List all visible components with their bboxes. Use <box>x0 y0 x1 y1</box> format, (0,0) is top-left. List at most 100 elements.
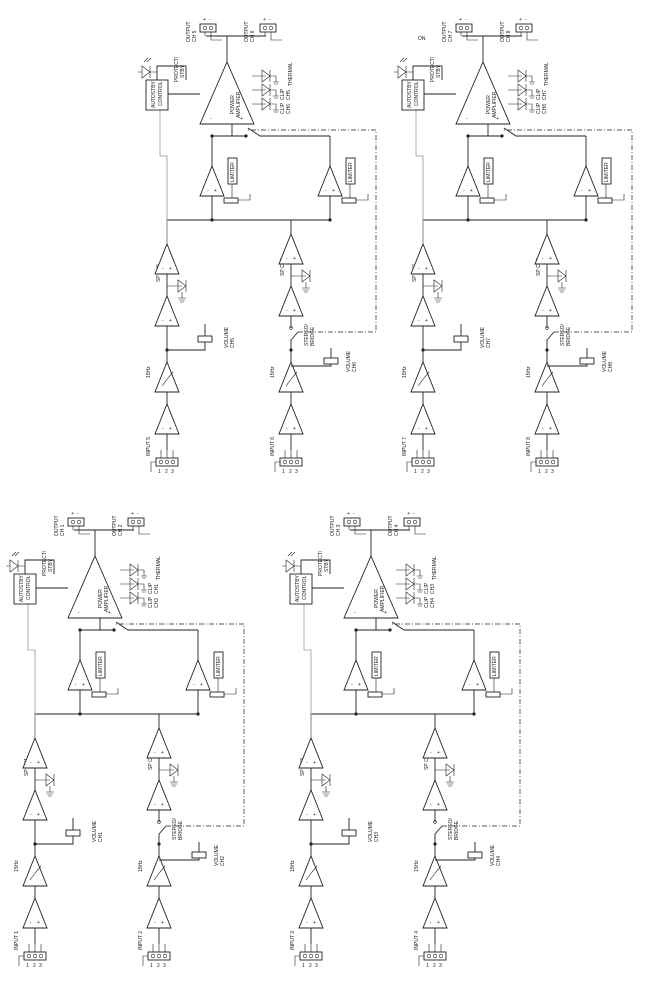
output-b-label: OUTPUT <box>112 515 118 536</box>
clip-label: CLIP <box>148 596 154 608</box>
output-connector-b: + - OUTPUT CH 2 <box>112 511 150 536</box>
opamp-sign: - <box>162 426 164 432</box>
power-amplifier <box>199 60 255 125</box>
limiter-amp-b <box>185 658 211 691</box>
opamp-sign: - <box>286 308 288 314</box>
volume-pot-a <box>65 829 81 837</box>
channel-a-chain: 1 2 3 INPUT 5 - + 15Hz VOLUME CH5 - + SP… <box>146 136 288 475</box>
volume-b-label: CH8 <box>608 362 614 372</box>
output-a-label: OUTPUT <box>330 515 336 536</box>
bridge-link <box>116 623 245 827</box>
limiter-block-a <box>95 651 106 679</box>
clip-label: CLIP <box>148 582 154 594</box>
channel-b-chain: 1 2 3 INPUT 4 - + 15Hz STEREO/ BRIDGE VO… <box>414 630 513 969</box>
clip-label: CH1 <box>154 584 160 594</box>
gain-stage-b <box>278 284 304 317</box>
amp-block-diagram: 1 2 3 INPUT 5 - + 15Hz VOLUME CH5 - + SP… <box>138 17 377 475</box>
input-connector-b: 1 2 3 INPUT 6 <box>270 437 303 475</box>
channel-a-chain: 1 2 3 INPUT 7 - + 15Hz VOLUME CH7 - + SP… <box>402 136 544 475</box>
hpf-15hz-a <box>410 360 436 393</box>
sense-line <box>415 106 424 244</box>
output-a-label: CH 5 <box>192 30 198 42</box>
opamp-sign: - <box>581 188 583 194</box>
opamp-sign: - <box>418 426 420 432</box>
thermal-label: THERMAL <box>156 556 162 580</box>
sp-stage-a <box>298 736 324 769</box>
opamp-sign: - <box>418 266 420 272</box>
limiter-b-label: LIMITER <box>216 656 222 676</box>
status-leds <box>396 563 423 607</box>
power-amp-label: POWER <box>486 95 492 114</box>
bridge-link <box>392 623 521 827</box>
hpf-label: 15Hz <box>526 366 532 378</box>
gain-stage-a <box>298 788 324 821</box>
hpf-15hz-b <box>278 360 304 393</box>
input-buffer-b <box>146 896 172 929</box>
clip-label: CH4 <box>430 598 436 608</box>
opamp-sign: + <box>169 426 172 432</box>
gain-stage-b <box>422 778 448 811</box>
opamp-sign: + <box>470 188 473 194</box>
clip-label: CLIP <box>536 88 542 100</box>
opamp-sign: - <box>162 266 164 272</box>
output-b-label: CH 2 <box>118 524 124 536</box>
autostby-label: CONTROL <box>414 81 420 106</box>
output-b-label: CH 8 <box>506 30 512 42</box>
amp-block-diagram: 1 2 3 INPUT 1 - + 15Hz VOLUME CH1 - + SP… <box>6 511 245 969</box>
hpf-label: 15Hz <box>290 860 296 872</box>
power-amp-label: AMPLIFIER <box>236 91 242 118</box>
hpf-label: 15Hz <box>402 366 408 378</box>
limiter-amp-a <box>67 658 93 691</box>
opamp-sign: - <box>542 308 544 314</box>
sp-stage-a <box>22 736 48 769</box>
opamp-sign: + <box>549 256 552 262</box>
output-b-label: OUTPUT <box>388 515 394 536</box>
opamp-sign: + <box>293 426 296 432</box>
stereo-bridge-label: STEREO/ <box>560 323 566 346</box>
limiter-block-b <box>489 651 500 679</box>
autostby-label: AUTOSTBY <box>19 574 25 602</box>
opamp-sign: + <box>161 802 164 808</box>
stereo-bridge-label: BRIDGE <box>454 820 460 840</box>
polarity-mark: - <box>137 511 139 517</box>
opamp-sign: - <box>30 812 32 818</box>
stereo-bridge-label: BRIDGE <box>566 326 572 346</box>
volume-b-label: CH6 <box>352 362 358 372</box>
hpf-15hz-b <box>534 360 560 393</box>
sp-stage-b <box>146 726 172 759</box>
thermal-label: THERMAL <box>432 556 438 580</box>
pin-label: 1 <box>414 469 417 475</box>
limiter-amp-b <box>461 658 487 691</box>
input-buffer-b <box>422 896 448 929</box>
hpf-label: 15Hz <box>146 366 152 378</box>
amp-block-ch1-ch2: 1 2 3 INPUT 1 - + 15Hz VOLUME CH1 - + SP… <box>6 500 308 980</box>
input-buffer-b <box>278 402 304 435</box>
polarity-mark: - <box>269 17 271 23</box>
clip-label: CLIP <box>280 88 286 100</box>
gain-stage-a <box>410 294 436 327</box>
clip-label: CLIP <box>424 596 430 608</box>
polarity-mark: - <box>413 511 415 517</box>
protect-label: STBY <box>48 558 54 572</box>
pin-label: 3 <box>551 469 554 475</box>
power-section: POWER AMPLIFIER - + AUTOSTBY CONTROL PRO… <box>6 511 198 632</box>
volume-a-label: VOLUME <box>368 820 374 842</box>
input-buffer-b <box>534 402 560 435</box>
opamp-sign: - <box>430 802 432 808</box>
power-amp-label: POWER <box>98 589 104 608</box>
limiter-a-label: LIMITER <box>98 656 104 676</box>
volume-a-label: VOLUME <box>224 326 230 348</box>
input-b-label: INPUT 4 <box>414 931 420 950</box>
output-a-label: OUTPUT <box>54 515 60 536</box>
pin-label: 1 <box>150 963 153 969</box>
opamp-sign: - <box>207 188 209 194</box>
volume-a-label: VOLUME <box>92 820 98 842</box>
volume-b-label: VOLUME <box>490 844 496 866</box>
bridge-link <box>248 129 377 333</box>
sense-line <box>27 600 36 738</box>
volume-b-label: VOLUME <box>214 844 220 866</box>
opamp-sign: - <box>154 750 156 756</box>
opamp-sign: + <box>313 920 316 926</box>
autostby-control <box>289 573 313 605</box>
